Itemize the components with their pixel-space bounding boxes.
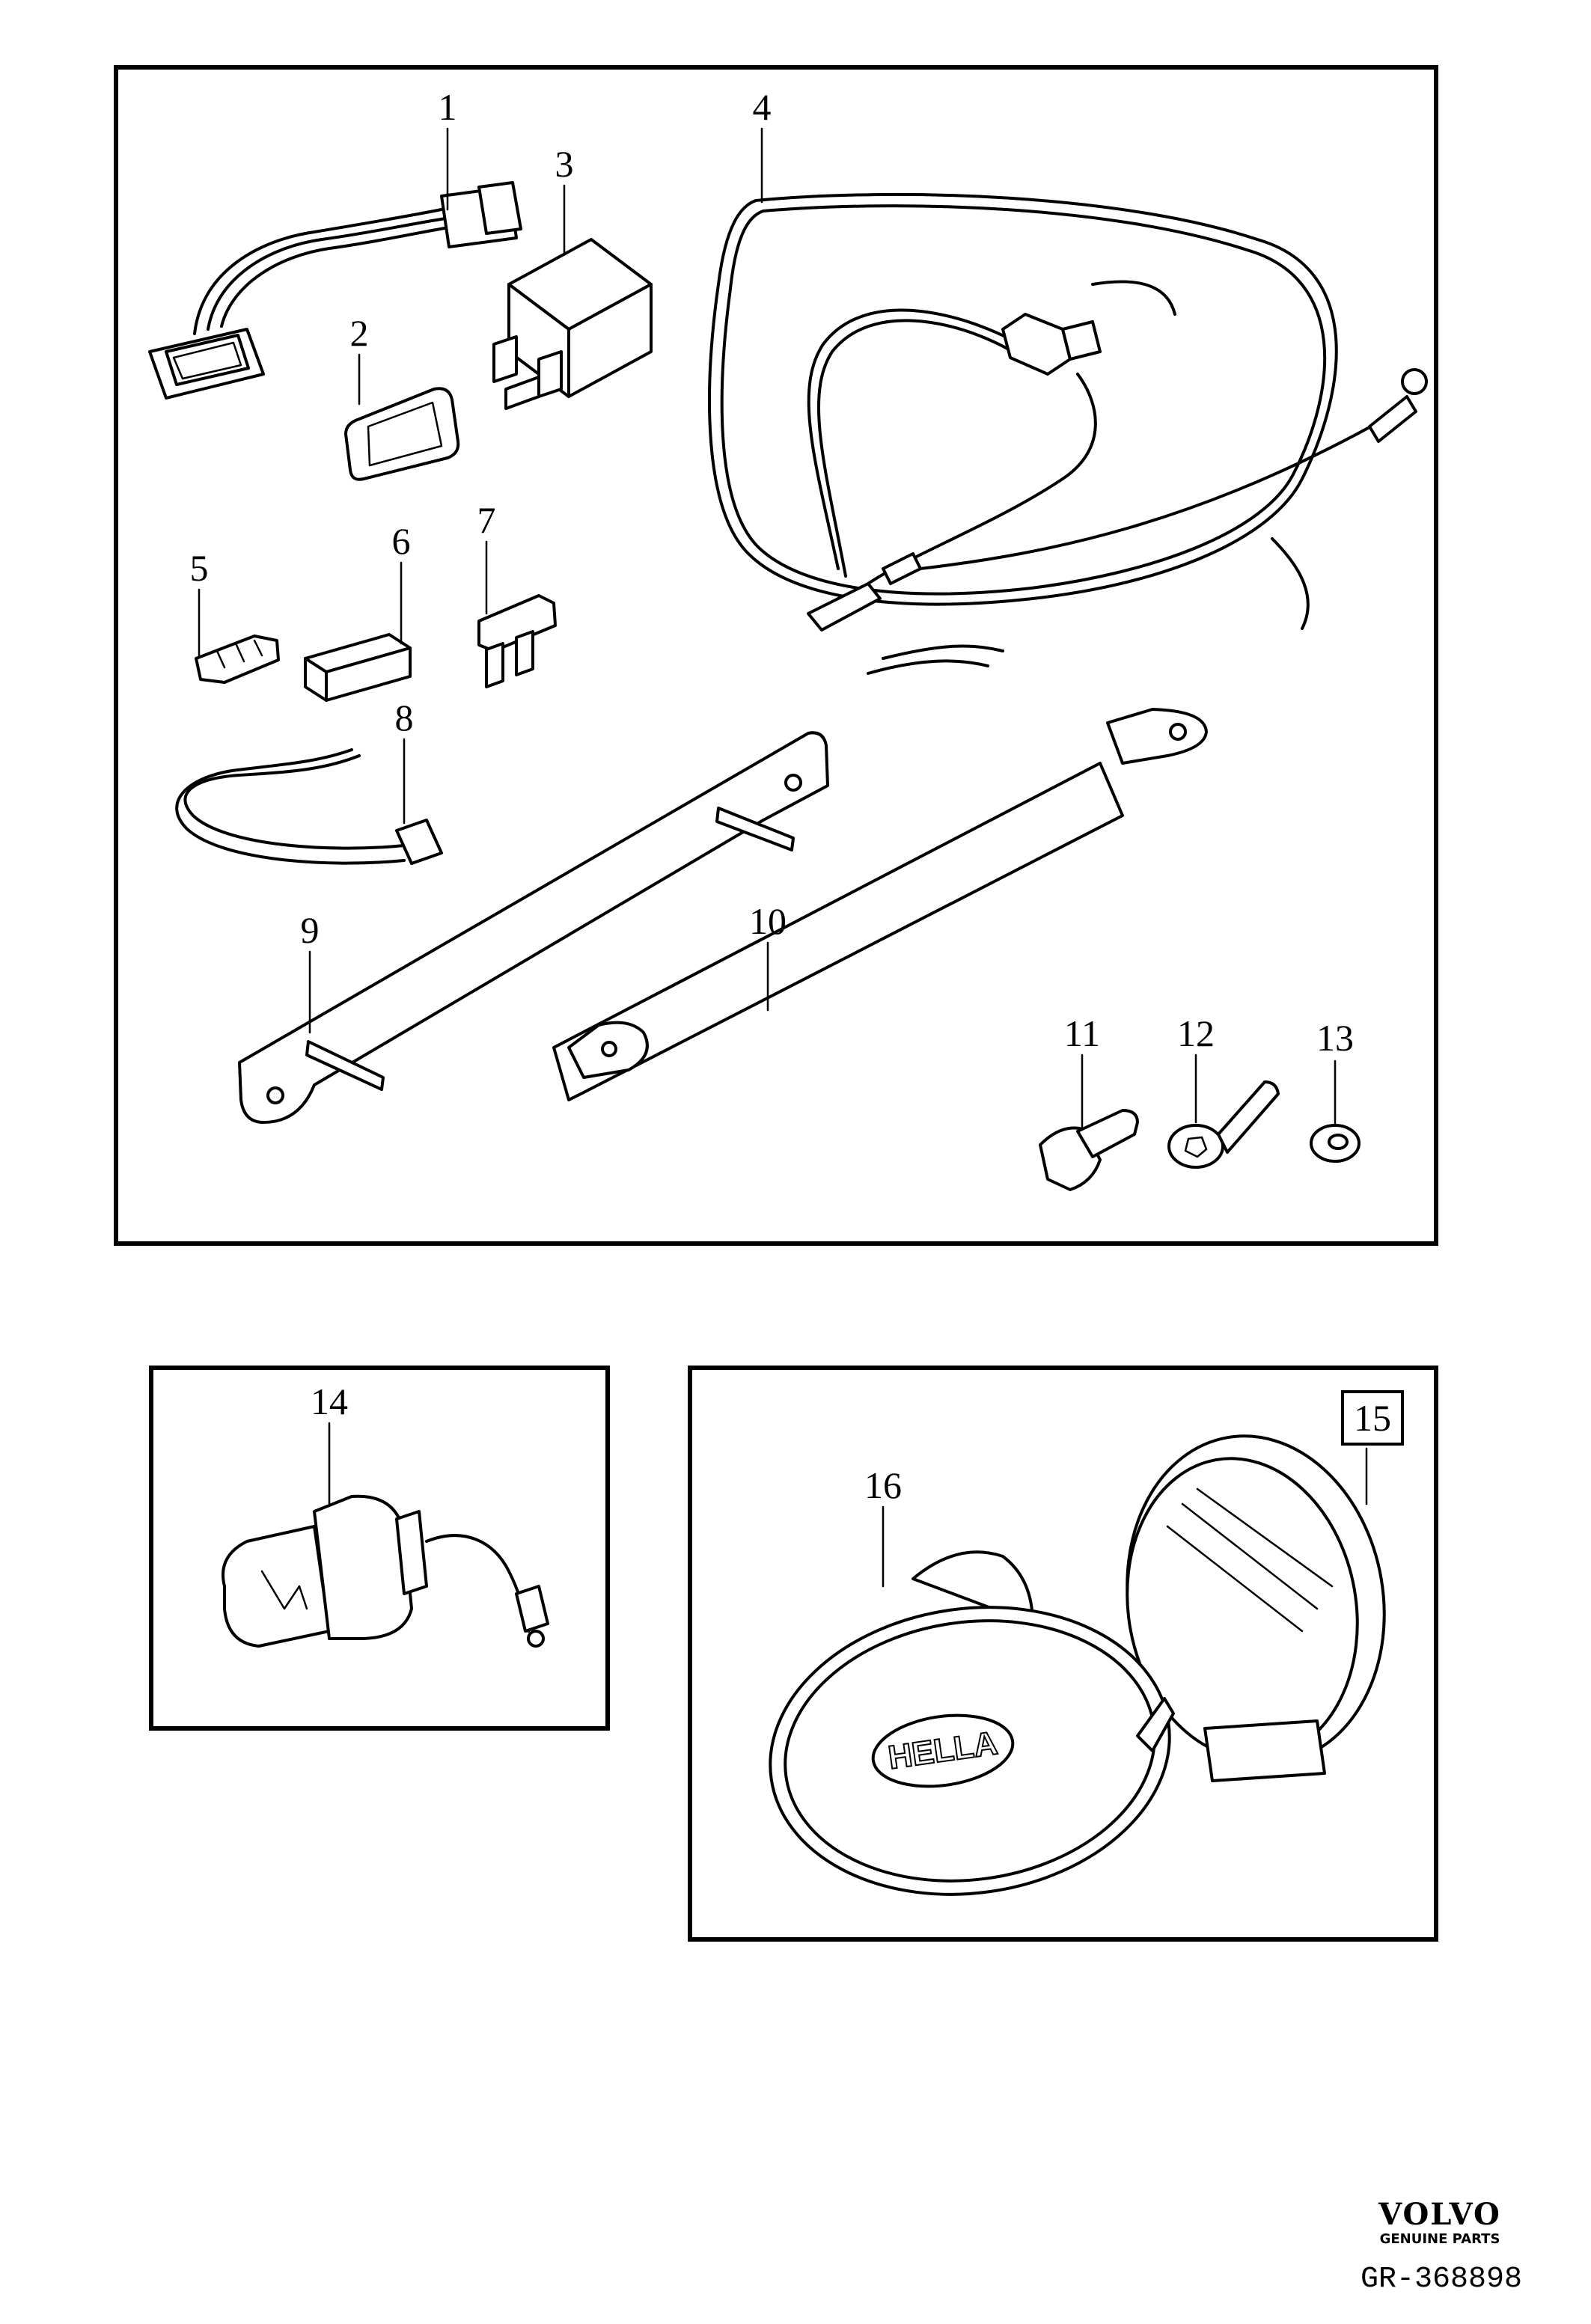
pad-part-2 bbox=[344, 387, 460, 481]
bracket-part-9 bbox=[238, 731, 829, 1124]
drawing-number: GR-368898 bbox=[1360, 2263, 1522, 2296]
brand-subtitle: GENUINE PARTS bbox=[1379, 2231, 1500, 2247]
callout-10: 10 bbox=[749, 900, 787, 942]
terminal-part-5 bbox=[195, 634, 280, 684]
callout-2: 2 bbox=[350, 312, 369, 354]
bracket-part-10 bbox=[552, 708, 1208, 1101]
switch-part-1 bbox=[148, 181, 522, 400]
callout-13: 13 bbox=[1316, 1017, 1354, 1059]
callout-1: 1 bbox=[439, 86, 457, 128]
screw-part-12 bbox=[1167, 1080, 1280, 1169]
volvo-brand: VOLVO GENUINE PARTS bbox=[1358, 2198, 1522, 2248]
wiring-harness-part-4 bbox=[708, 192, 1428, 675]
callout-15: 15 bbox=[1354, 1397, 1391, 1439]
callout-16: 16 bbox=[864, 1464, 902, 1506]
bulb-part-14 bbox=[222, 1494, 549, 1648]
washer-part-13 bbox=[1310, 1124, 1361, 1163]
callout-4: 4 bbox=[753, 86, 772, 128]
callout-8: 8 bbox=[395, 697, 414, 739]
bulb-frame bbox=[149, 1366, 610, 1731]
relay-part-3 bbox=[492, 238, 653, 410]
fuse-part-7 bbox=[477, 594, 557, 688]
callout-9: 9 bbox=[301, 909, 320, 951]
callout-11: 11 bbox=[1064, 1012, 1100, 1054]
oval-lamp-part-16: HELLA bbox=[769, 1550, 1175, 1896]
bolt-part-11 bbox=[1039, 1109, 1139, 1191]
callout-3: 3 bbox=[555, 143, 574, 185]
lamp-frame bbox=[688, 1366, 1438, 1942]
callout-6: 6 bbox=[392, 520, 411, 562]
callout-7: 7 bbox=[477, 499, 496, 541]
callout-12: 12 bbox=[1177, 1012, 1215, 1054]
round-lamp-part-15 bbox=[1126, 1434, 1386, 1782]
main-parts-frame bbox=[114, 65, 1438, 1246]
brand-logo: VOLVO bbox=[1378, 2197, 1501, 2232]
leader-lines bbox=[198, 127, 1368, 1588]
callout-14: 14 bbox=[311, 1380, 348, 1422]
callout-5: 5 bbox=[190, 547, 209, 589]
callout-15-box bbox=[1341, 1390, 1404, 1446]
connector-part-6 bbox=[304, 633, 412, 702]
cable-tie-part-8 bbox=[175, 748, 443, 865]
